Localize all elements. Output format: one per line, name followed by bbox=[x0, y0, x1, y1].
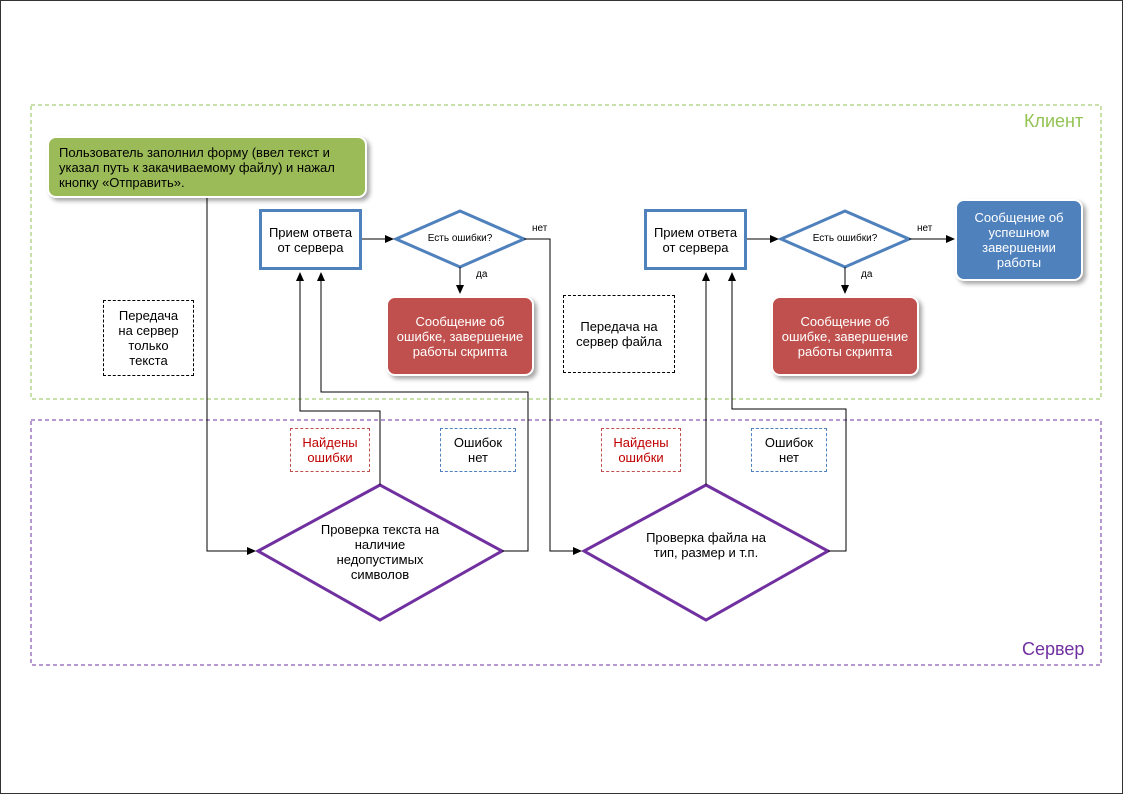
receive-response-box-1: Прием ответа от сервера bbox=[259, 209, 362, 270]
user-form-box: Пользователь заполнил форму (ввел текст … bbox=[47, 136, 367, 198]
error-message-text-1: Сообщение об ошибке, завершение работы с… bbox=[396, 313, 524, 359]
edge-label-no-1: нет bbox=[532, 223, 548, 234]
edge-form-to-check-text bbox=[206, 198, 256, 555]
found-errors-label-2: Найдены ошибки bbox=[601, 428, 681, 472]
receive-response-box-2: Прием ответа от сервера bbox=[644, 209, 747, 270]
check-file-diamond bbox=[580, 483, 832, 622]
edge-label-no-2: нет bbox=[917, 223, 933, 234]
edge-check-text-no-errors bbox=[317, 272, 529, 552]
decision-text-1: Есть ошибки? bbox=[427, 233, 493, 244]
success-message-text: Сообщение об успешном завершении работы bbox=[974, 210, 1064, 270]
lane-title-client: Клиент bbox=[1024, 111, 1084, 131]
lane-client bbox=[30, 104, 1102, 400]
receive-response-text-2: Прием ответа от сервера bbox=[653, 224, 738, 255]
check-text-label: Проверка текста на наличие недопустимых … bbox=[320, 522, 440, 582]
check-text-diamond bbox=[254, 483, 506, 622]
error-message-box-1: Сообщение об ошибке, завершение работы с… bbox=[386, 296, 534, 376]
edge-decision1-no bbox=[524, 238, 582, 555]
note-file: Передача на сервер файла bbox=[563, 295, 675, 373]
lane-title-server: Сервер bbox=[1022, 639, 1085, 659]
success-message-box: Сообщение об успешном завершении работы bbox=[955, 199, 1083, 281]
decision-text-2: Есть ошибки? bbox=[812, 233, 878, 244]
error-message-box-2: Сообщение об ошибке, завершение работы с… bbox=[771, 296, 919, 376]
found-errors-label-1: Найдены ошибки bbox=[290, 428, 370, 472]
no-errors-label-2: Ошибок нет bbox=[751, 428, 827, 472]
edge-label-yes-1: да bbox=[476, 269, 488, 280]
edge-check-file-no-errors bbox=[728, 272, 847, 552]
check-file-label: Проверка файла на тип, размер и т.п. bbox=[646, 530, 766, 560]
no-errors-label-1: Ошибок нет bbox=[440, 428, 516, 472]
edge-check-text-errors bbox=[296, 272, 381, 485]
lane-server bbox=[30, 419, 1102, 666]
note-text-only: Передача на сервер только текста bbox=[103, 300, 194, 376]
receive-response-text-1: Прием ответа от сервера bbox=[268, 224, 353, 255]
edge-label-yes-2: да bbox=[861, 269, 873, 280]
user-form-text: Пользователь заполнил форму (ввел текст … bbox=[59, 144, 335, 190]
error-message-text-2: Сообщение об ошибке, завершение работы с… bbox=[781, 313, 909, 359]
